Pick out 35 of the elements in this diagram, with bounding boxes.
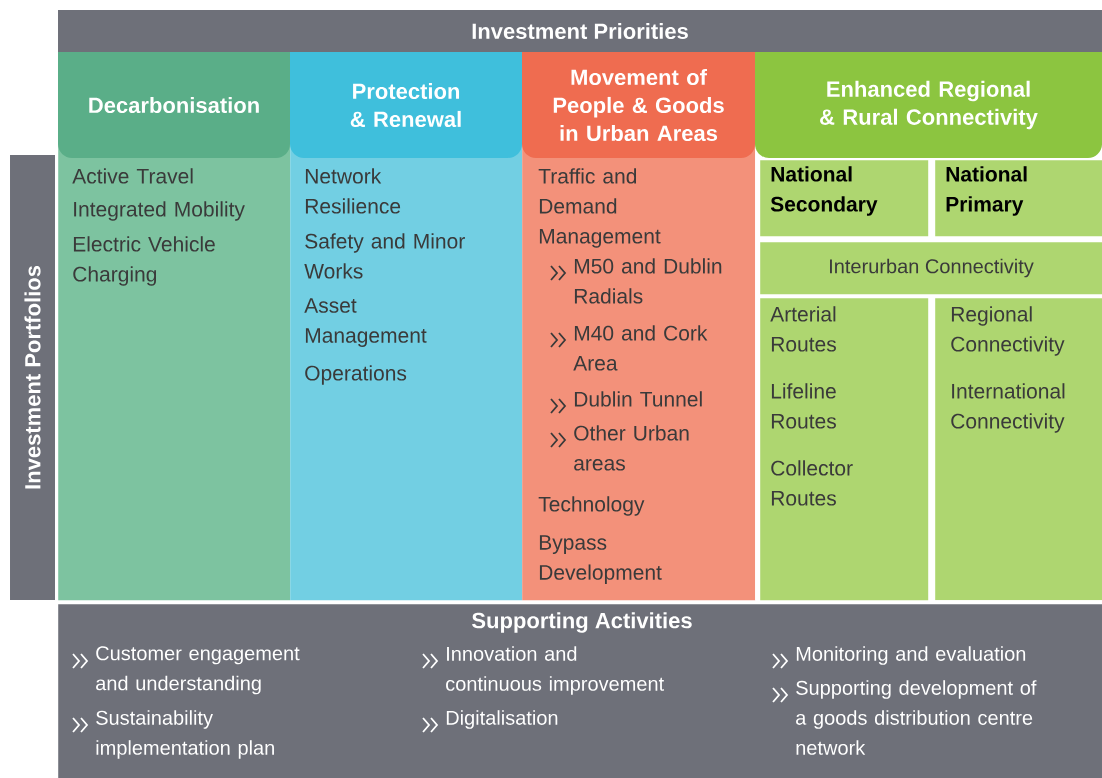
list-item: Dublin Tunnel bbox=[574, 391, 702, 407]
heading-band: Investment Portfolios bbox=[10, 155, 55, 600]
list-item: Operations bbox=[305, 365, 407, 385]
list-item: Safety and Minor Works bbox=[304, 233, 465, 279]
cell-heading: National Primary bbox=[946, 166, 1027, 216]
list-item: Monitoring and evaluation bbox=[796, 646, 1026, 665]
list-item: Customer engagement and understanding bbox=[96, 646, 300, 695]
list-item: Integrated Mobility bbox=[74, 201, 245, 221]
list-item: Regional Connectivity bbox=[951, 306, 1065, 356]
list-item: Other Urban areas bbox=[574, 425, 689, 471]
panel-heading: Supporting Activities bbox=[472, 612, 692, 633]
list-item: Active Travel bbox=[72, 168, 193, 184]
list-item: Technology bbox=[538, 496, 645, 516]
column-header: Movement of People & Goods in Urban Areas bbox=[522, 52, 755, 158]
list-item: International Connectivity bbox=[951, 383, 1065, 433]
list-item: Innovation and continuous improvement bbox=[446, 646, 664, 695]
heading-band: Investment Priorities bbox=[58, 10, 1102, 52]
list-item: Arterial Routes bbox=[770, 306, 836, 352]
list-item: Supporting development of a goods distribution centre network bbox=[796, 680, 1037, 755]
list-item: Electric Vehicle Charging bbox=[73, 236, 215, 286]
cell-text: Interurban Connectivity bbox=[830, 258, 1034, 278]
list-item: Digitalisation bbox=[446, 710, 558, 729]
list-item: Asset Management bbox=[304, 298, 427, 347]
list-item: Traffic and Demand Management bbox=[538, 168, 661, 248]
list-item: Lifeline Routes bbox=[771, 383, 836, 429]
list-item: Sustainability implementation plan bbox=[96, 710, 274, 759]
cell-heading: National Secondary bbox=[770, 166, 878, 216]
list-item: Collector Routes bbox=[771, 460, 853, 506]
column-header: Protection & Renewal bbox=[290, 52, 522, 158]
list-item: Network Resilience bbox=[305, 168, 401, 214]
list-item: M50 and Dublin Radials bbox=[574, 258, 722, 304]
list-item: Bypass Development bbox=[539, 535, 662, 584]
column-header: Enhanced Regional & Rural Connectivity bbox=[755, 52, 1102, 158]
column-header: Decarbonisation bbox=[58, 52, 290, 158]
list-item: M40 and Cork Area bbox=[573, 325, 708, 371]
